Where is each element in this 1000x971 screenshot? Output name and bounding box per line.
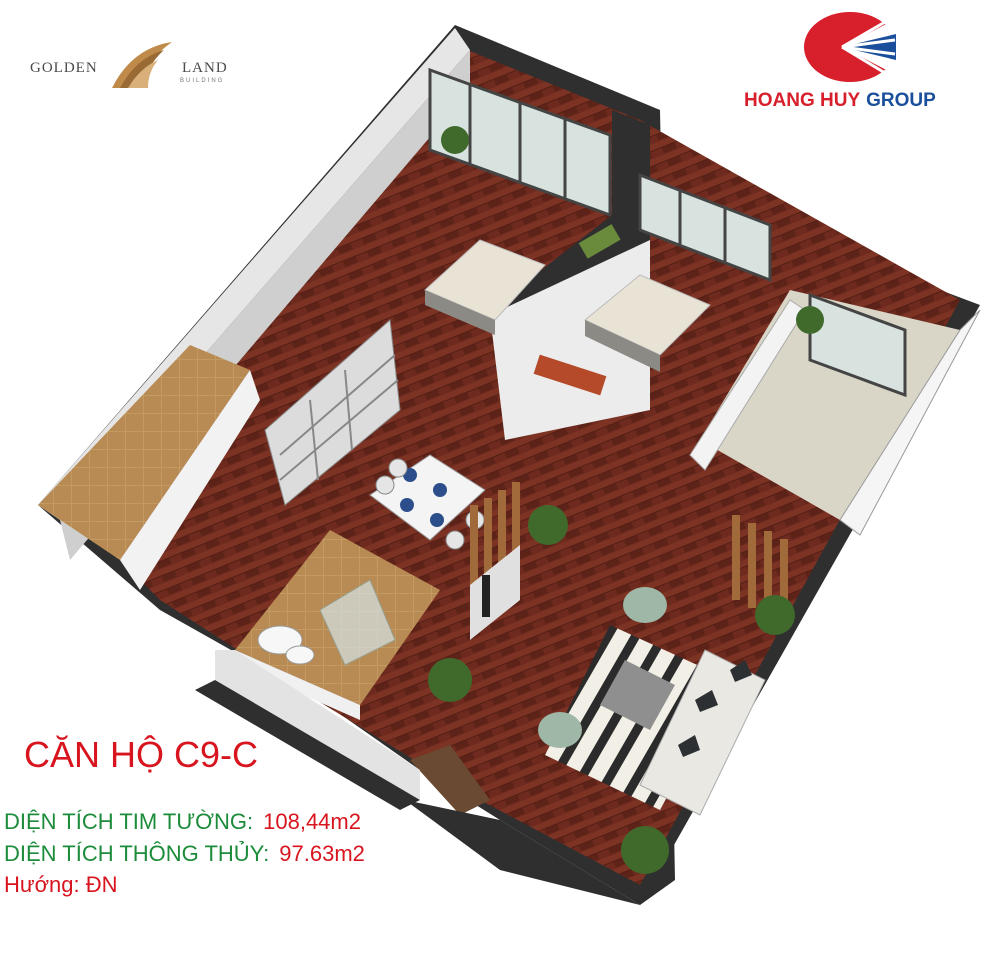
golden-land-tagline: BUILDING (180, 78, 225, 84)
area-clear-value: 97.63m2 (279, 841, 365, 866)
plant-6 (796, 306, 824, 334)
area-wall-center-row: DIỆN TÍCH TIM TƯỜNG: 108,44m2 (4, 809, 361, 835)
apartment-title: CĂN HỘ C9-C (24, 734, 259, 775)
hoang-huy-group-word: GROUP (866, 90, 936, 111)
sofa (639, 649, 766, 816)
hoang-huy-name: HOANG HUY (744, 90, 861, 111)
area-clear-row: DIỆN TÍCH THÔNG THỦY: 97.63m2 (4, 841, 365, 867)
kitchen-window (808, 292, 907, 398)
orientation-label: Hướng: ĐN (4, 872, 118, 897)
golden-land-emblem-icon (112, 42, 172, 88)
entrance-door (410, 745, 490, 815)
plant-4 (621, 826, 669, 874)
bookshelf (264, 318, 401, 506)
armchair-2 (538, 712, 582, 748)
bathroom-1 (38, 345, 250, 560)
painting-living (533, 354, 607, 396)
tv-screen (482, 575, 490, 617)
area-wall-center-value: 108,44m2 (263, 809, 361, 834)
plant-5 (441, 126, 469, 154)
coffee-table (600, 660, 675, 730)
area-wall-center-label: DIỆN TÍCH TIM TƯỜNG: (4, 809, 254, 834)
painting-bedroom (578, 224, 621, 259)
plant-1 (528, 505, 568, 545)
golden-land-logo: GOLDEN LAND BUILDING (30, 38, 240, 98)
area-clear-label: DIỆN TÍCH THÔNG THỦY: (4, 841, 270, 866)
hoang-huy-emblem-icon (804, 12, 896, 82)
bedroom2-window (638, 172, 772, 283)
golden-land-word1: GOLDEN (30, 60, 98, 76)
plant-3 (755, 595, 795, 635)
bottom-wall (215, 650, 420, 800)
plant-2 (428, 658, 472, 702)
golden-land-word2: LAND (182, 60, 228, 76)
armchair-1 (623, 587, 667, 623)
